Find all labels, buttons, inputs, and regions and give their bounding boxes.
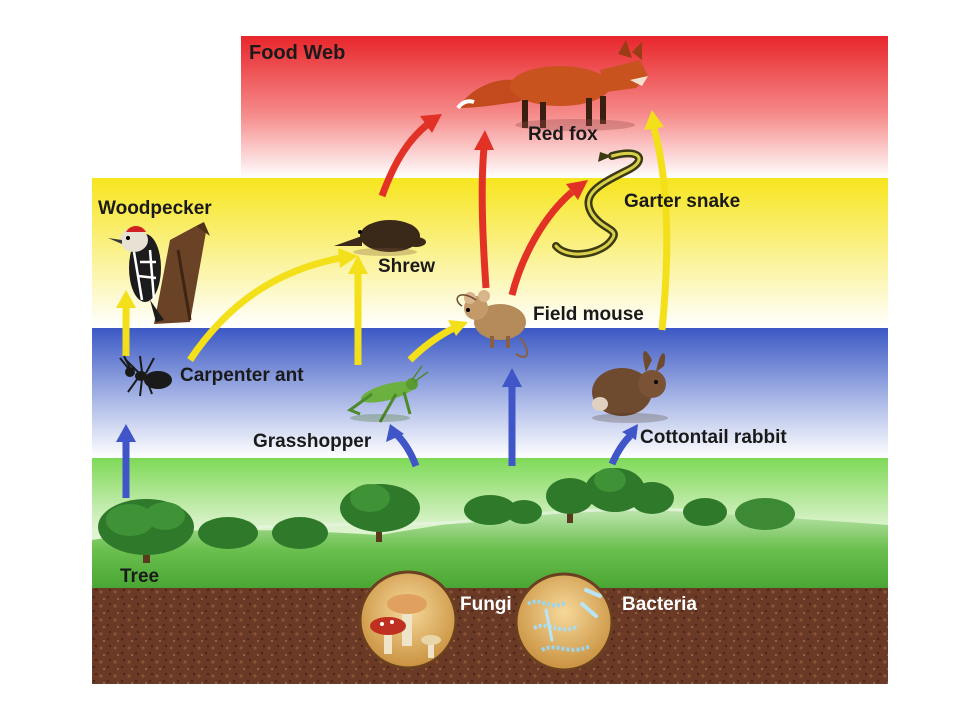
- grassy-hill: [92, 509, 888, 588]
- label-woodpecker: Woodpecker: [98, 198, 212, 219]
- label-fungi: Fungi: [460, 594, 512, 615]
- diagram-title: Food Web: [249, 42, 346, 64]
- arrow-shrew-to-red-fox: [378, 121, 431, 198]
- label-garter-snake: Garter snake: [624, 191, 741, 212]
- arrow-mouse-to-garter-snake: [508, 189, 575, 296]
- garter-snake-icon: [552, 149, 643, 258]
- secondary-consumer-band: [92, 178, 888, 328]
- arrow-mouse-to-red-fox: [478, 147, 490, 289]
- field-mouse-icon: [456, 290, 529, 358]
- tree-group: [98, 468, 795, 563]
- label-carpenter-ant: Carpenter ant: [180, 365, 304, 386]
- arrow-tree-to-cottontail-rabbit: [608, 433, 633, 466]
- label-grasshopper: Grasshopper: [253, 431, 372, 452]
- woodpecker-icon: [108, 222, 210, 324]
- red-fox-icon: [456, 40, 648, 131]
- tree-icon: [98, 499, 194, 563]
- tree-icon: [683, 498, 795, 530]
- label-shrew: Shrew: [378, 256, 436, 277]
- label-tree: Tree: [120, 566, 160, 587]
- carpenter-ant-icon: [119, 355, 172, 397]
- primary-consumer-arrows: [116, 110, 671, 365]
- label-bacteria: Bacteria: [622, 594, 697, 615]
- tertiary-consumer-band: [241, 36, 888, 178]
- arrow-grasshopper-to-field-mouse: [407, 324, 456, 363]
- cottontail-rabbit-icon: [592, 350, 668, 423]
- secondary-consumer-arrows: [378, 114, 588, 296]
- fungi-icon: [358, 570, 458, 670]
- label-red-fox: Red fox: [528, 124, 598, 145]
- label-field-mouse: Field mouse: [533, 304, 644, 325]
- decomposer-band: [92, 588, 888, 684]
- tree-icon: [198, 517, 328, 549]
- tree-icon: [340, 484, 420, 542]
- label-cottontail-rabbit: Cottontail rabbit: [640, 427, 787, 448]
- tree-icon: [546, 468, 674, 523]
- arrow-rabbit-to-red-fox: [650, 127, 671, 331]
- tree-icon: [464, 495, 542, 525]
- arrow-ant-to-shrew: [187, 254, 341, 362]
- primary-consumer-band: [92, 328, 888, 458]
- producer-arrows: [116, 368, 638, 498]
- grasshopper-icon: [346, 365, 429, 423]
- bacteria-icon: [514, 572, 614, 672]
- shrew-icon: [334, 220, 426, 256]
